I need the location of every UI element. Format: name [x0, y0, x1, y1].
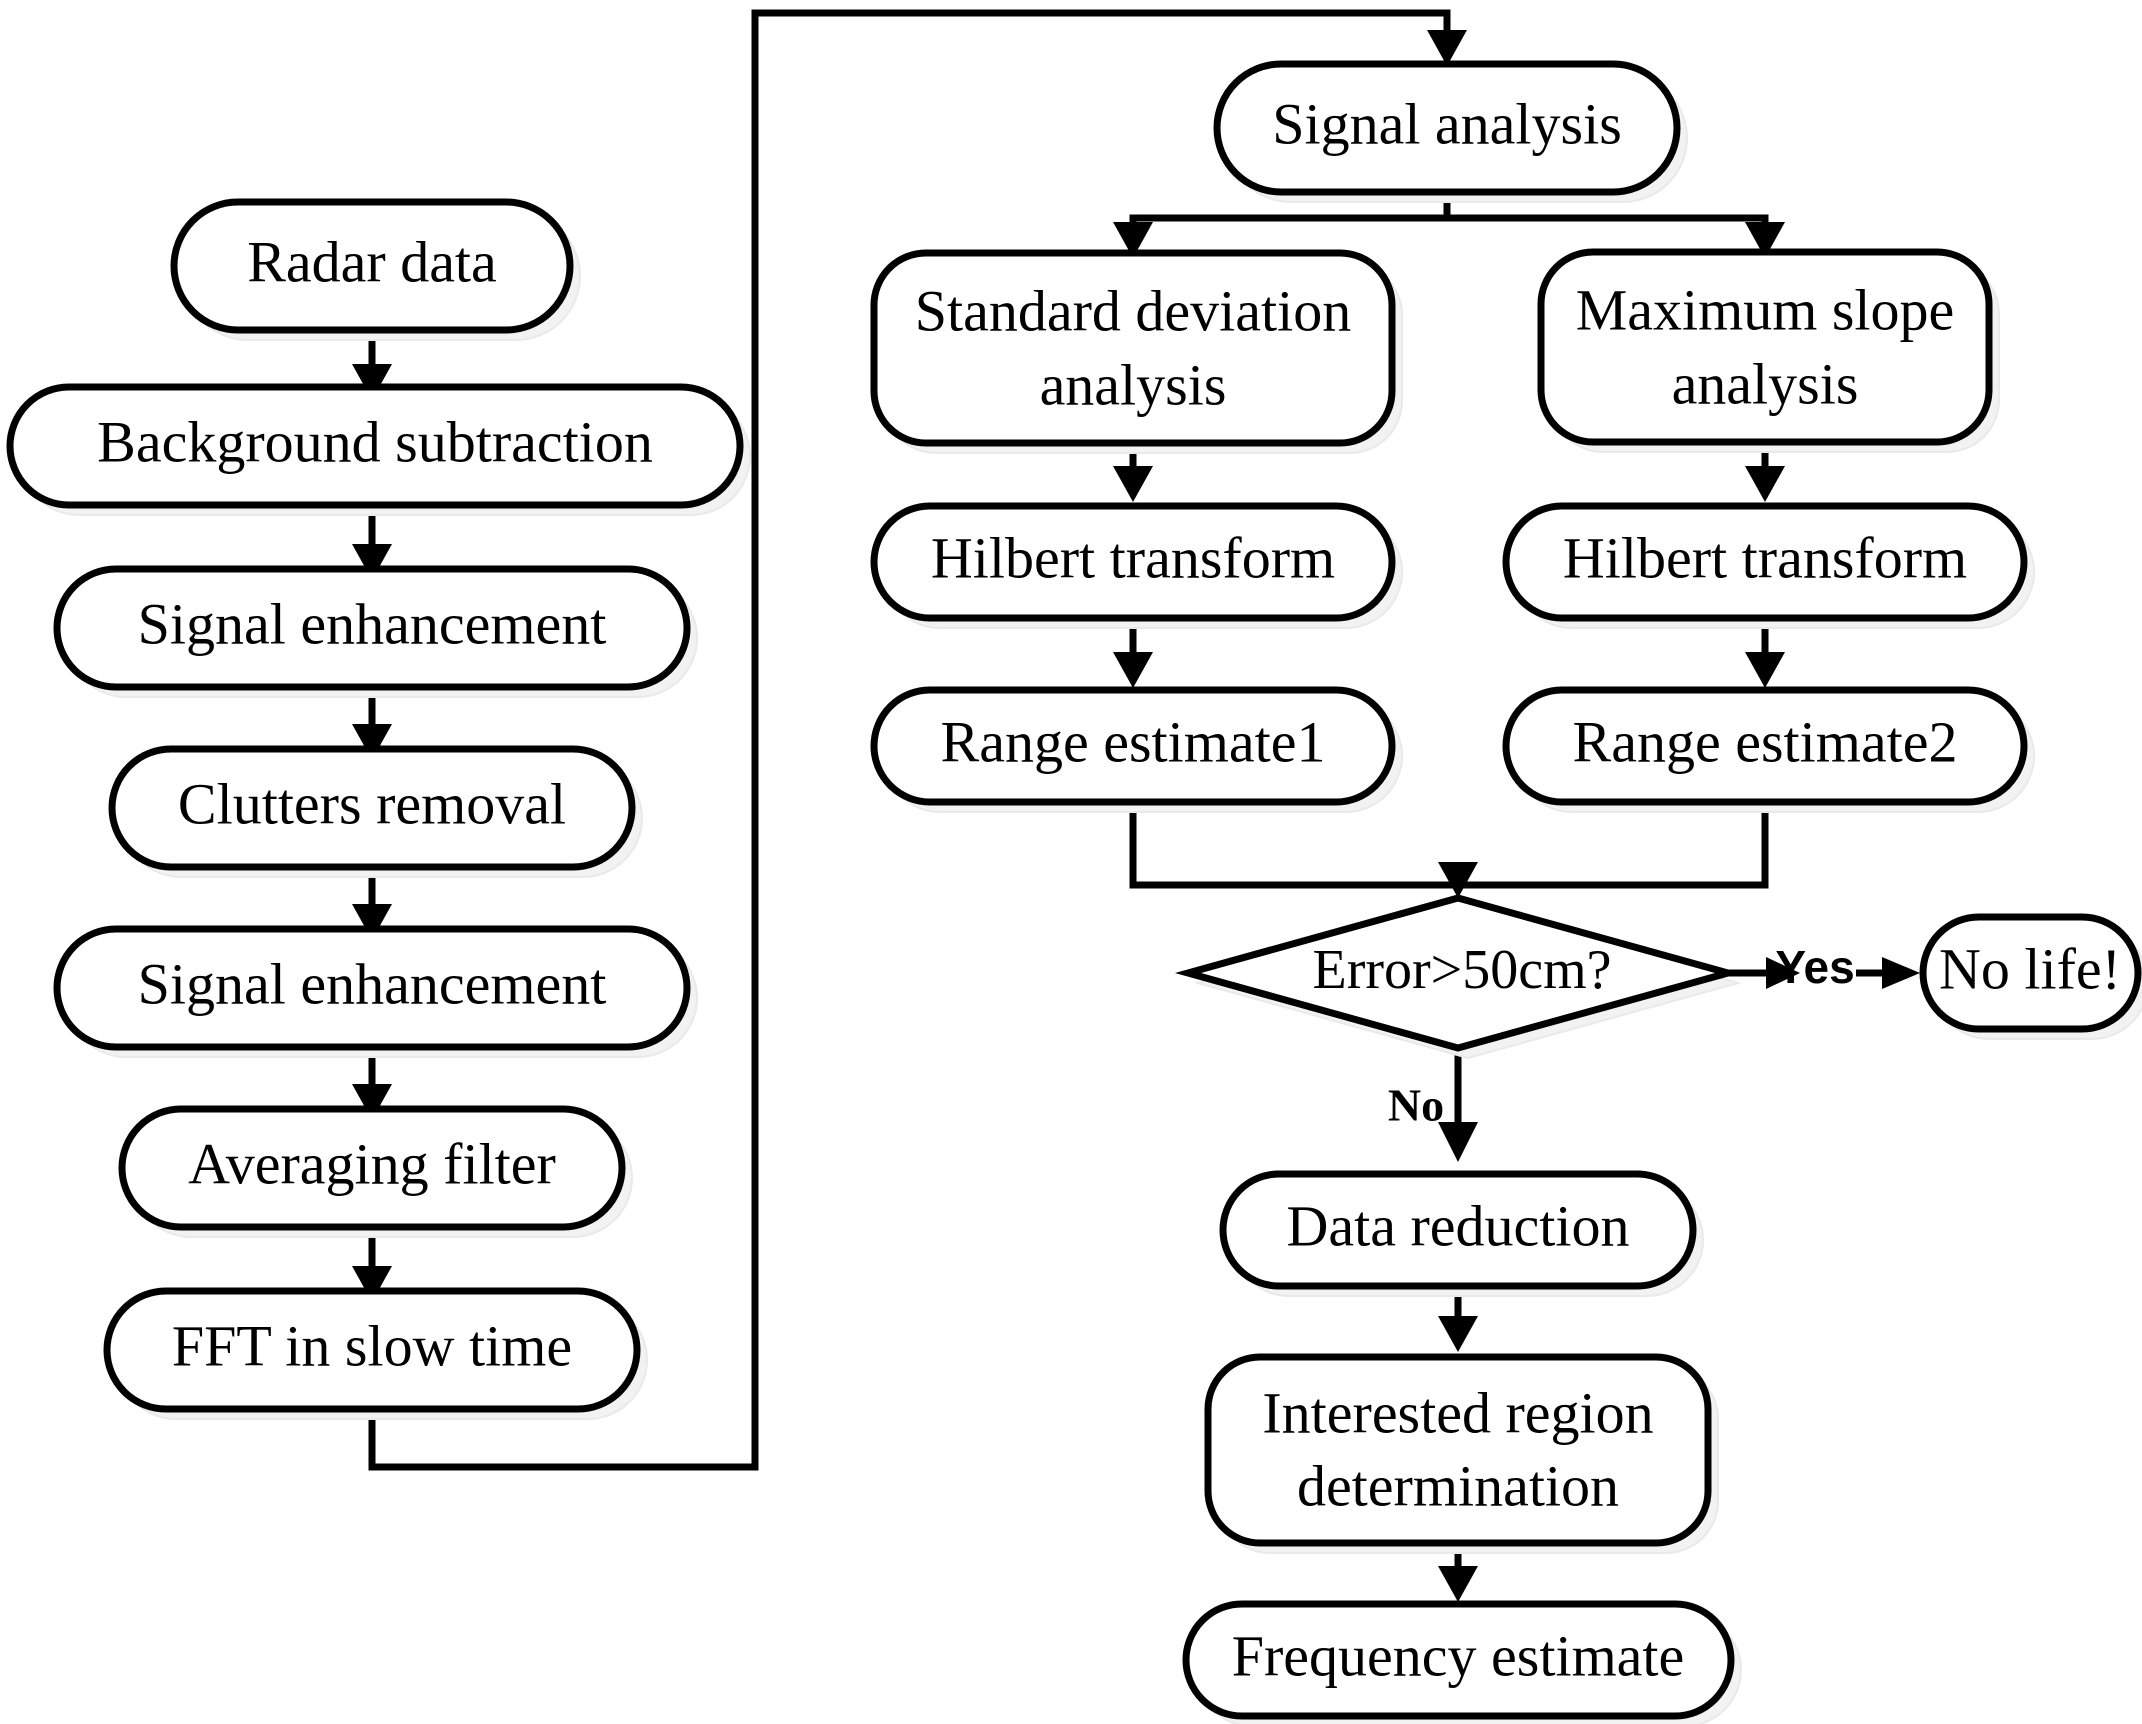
node-outline	[1537, 248, 1993, 446]
node-label: Data reduction	[1286, 1193, 1629, 1258]
node-outline	[1182, 1600, 1735, 1720]
node-fft-slow-time[interactable]: FFT in slow time	[103, 1287, 648, 1420]
node-label: Clutters removal	[178, 771, 566, 836]
node-label-line2: determination	[1297, 1453, 1619, 1518]
node-outline	[1502, 502, 2028, 622]
node-clutters-removal[interactable]: Clutters removal	[108, 745, 643, 878]
node-label: Averaging filter	[188, 1131, 556, 1196]
node-label-line2: analysis	[1040, 352, 1227, 417]
node-label: FFT in slow time	[172, 1313, 572, 1378]
node-label: Signal enhancement	[138, 591, 607, 656]
node-hilbert-transform-2[interactable]: Hilbert transform	[1502, 502, 2035, 629]
node-outline	[1174, 894, 1742, 1052]
node-interested-region[interactable]: Interested region determination	[1204, 1353, 1719, 1554]
node-radar-data[interactable]: Radar data	[170, 198, 581, 341]
node-label: Radar data	[247, 229, 497, 294]
node-label: Frequency estimate	[1232, 1623, 1685, 1688]
node-outline	[1204, 1353, 1712, 1547]
node-std-dev-analysis[interactable]: Standard deviation analysis	[870, 249, 1403, 454]
edge-analysis-to-stddev	[1113, 192, 1451, 258]
node-range-estimate-2[interactable]: Range estimate2	[1502, 686, 2035, 813]
node-label-line2: analysis	[1672, 351, 1859, 416]
node-label: Signal enhancement	[138, 951, 607, 1016]
edge-label-yes: Yes	[1775, 941, 1854, 993]
edge-fft-to-signal-analysis	[368, 9, 1467, 1471]
node-label-line1: Maximum slope	[1576, 277, 1955, 342]
node-averaging-filter[interactable]: Averaging filter	[118, 1105, 633, 1238]
node-outline	[870, 686, 1396, 806]
node-label-line1: Standard deviation	[915, 278, 1352, 343]
node-outline	[103, 1287, 641, 1413]
node-outline	[53, 565, 691, 691]
node-outline	[170, 198, 574, 334]
node-outline	[1219, 1170, 1697, 1290]
node-outline	[870, 249, 1396, 447]
edges-layer: Yes No	[352, 9, 1920, 1602]
node-label: Background subtraction	[97, 409, 653, 474]
node-hilbert-transform-1[interactable]: Hilbert transform	[870, 502, 1403, 629]
edge-decision-to-datareduction: No	[1388, 1048, 1478, 1162]
node-label: Range estimate1	[941, 709, 1326, 774]
node-background-subtraction[interactable]: Background subtraction	[6, 383, 751, 516]
node-frequency-estimate[interactable]: Frequency estimate	[1182, 1600, 1742, 1724]
node-outline	[108, 745, 636, 871]
node-max-slope-analysis[interactable]: Maximum slope analysis	[1537, 248, 2000, 453]
node-outline	[6, 383, 744, 509]
node-label: No life!	[1939, 936, 2121, 1001]
node-label: Error>50cm?	[1312, 939, 1611, 1001]
node-outline	[1919, 913, 2142, 1033]
node-no-life[interactable]: No life!	[1919, 913, 2142, 1040]
node-label: Hilbert transform	[1563, 525, 1967, 590]
node-label-line1: Interested region	[1262, 1380, 1653, 1445]
node-signal-enhancement-1[interactable]: Signal enhancement	[53, 565, 698, 698]
node-label: Range estimate2	[1573, 709, 1958, 774]
node-outline	[870, 502, 1396, 622]
node-data-reduction[interactable]: Data reduction	[1219, 1170, 1704, 1297]
edge-label-no: No	[1388, 1080, 1444, 1131]
node-outline	[53, 925, 691, 1051]
node-error-decision[interactable]: Error>50cm?	[1174, 894, 1742, 1060]
nodes-layer: Radar data Background subtraction Signal…	[6, 60, 2142, 1724]
edge-analysis-to-maxslope	[1447, 214, 1785, 258]
node-signal-analysis[interactable]: Signal analysis	[1213, 60, 1688, 203]
node-outline	[118, 1105, 626, 1231]
node-outline	[1502, 686, 2028, 806]
node-range-estimate-1[interactable]: Range estimate1	[870, 686, 1403, 813]
node-signal-enhancement-2[interactable]: Signal enhancement	[53, 925, 698, 1058]
node-label: Hilbert transform	[931, 525, 1335, 590]
node-label: Signal analysis	[1272, 91, 1622, 156]
edge-decision-to-nolife: Yes	[1728, 941, 1920, 993]
edge-ranges-to-decision	[1129, 802, 1769, 898]
node-outline	[1213, 60, 1681, 196]
